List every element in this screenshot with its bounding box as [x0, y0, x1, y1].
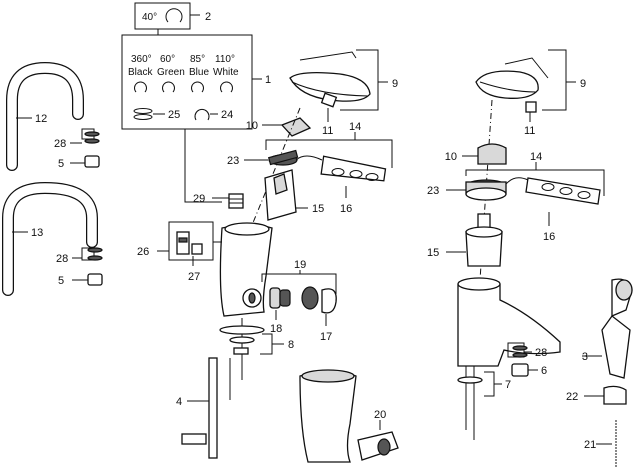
svg-text:60°: 60°	[160, 54, 175, 65]
o-ring-pair-icon	[133, 108, 153, 120]
callout-28: 28	[535, 347, 547, 359]
callout-15: 15	[312, 203, 324, 215]
rotation-limiter-box: 360° Black 60° Green 85° Blue 110° White…	[121, 34, 271, 203]
callout-25: 25	[168, 109, 180, 121]
fixing-kit-8: 8	[219, 318, 294, 400]
callout-24: 24	[221, 109, 233, 121]
callout-11: 11	[524, 125, 535, 137]
callout-21: 21	[584, 439, 596, 451]
callout-8: 8	[288, 339, 294, 351]
stop-ring-icon	[191, 81, 204, 93]
spout-13: 13 28 5	[1, 181, 103, 296]
callout-5: 5	[58, 158, 64, 170]
svg-text:110°: 110°	[215, 54, 235, 65]
svg-text:Green: Green	[157, 67, 185, 78]
seal-plate-16-left: 14 16	[265, 121, 393, 215]
callout-29: 29	[193, 193, 205, 205]
cartridge-15-left: 23 15	[227, 149, 324, 221]
callout-20: 20	[374, 409, 386, 421]
callout-19: 19	[294, 259, 306, 271]
lever-handle-9-left: 9 11	[289, 49, 398, 137]
callout-9: 9	[392, 78, 398, 90]
aerator-28-6: 28 6	[507, 342, 547, 377]
angle-40-label: 40°	[142, 12, 157, 23]
callout-9: 9	[580, 78, 586, 90]
callout-15: 15	[427, 247, 439, 259]
spout-12: 12 28 5	[6, 61, 100, 171]
option-blue: 85° Blue	[189, 54, 209, 93]
cap-10-left: 10	[246, 117, 312, 137]
option-green: 60° Green	[157, 54, 185, 93]
svg-text:Blue: Blue	[189, 67, 209, 78]
mixer-body-left	[219, 222, 273, 317]
svg-text:360°: 360°	[131, 54, 152, 65]
callout-18: 18	[270, 323, 282, 335]
supply-pipe-4: 4	[176, 357, 218, 459]
callout-27: 27	[188, 271, 200, 283]
rotation-stop-icon	[165, 8, 183, 23]
callout-3: 3	[582, 351, 588, 363]
svg-text:Black: Black	[128, 67, 153, 78]
valve-kit-26-27: 26 27	[137, 221, 222, 283]
mixer-body-right: 7	[457, 277, 561, 440]
stop-ring-icon	[162, 81, 175, 93]
callout-14: 14	[530, 151, 542, 163]
callout-10: 10	[445, 151, 457, 163]
callout-4: 4	[176, 396, 182, 408]
callout-5: 5	[58, 275, 64, 287]
svg-text:White: White	[213, 67, 239, 78]
callout-14: 14	[349, 121, 361, 133]
option-black: 360° Black	[128, 54, 153, 93]
callout-17: 17	[320, 331, 332, 343]
callout-11: 11	[322, 125, 333, 137]
callout-23: 23	[427, 185, 439, 197]
stop-ring-icon	[220, 81, 233, 93]
callout-22: 22	[566, 391, 578, 403]
callout-28: 28	[56, 253, 68, 265]
lever-handle-9-right: 9 11	[475, 49, 586, 137]
callout-2: 2	[205, 11, 211, 23]
option-white: 110° White	[213, 54, 239, 93]
parts-17-18-19: 19 18 17	[261, 259, 337, 343]
callout-7: 7	[505, 379, 511, 391]
hand-shower-3: 3 22 21	[566, 278, 633, 468]
callout-26: 26	[137, 246, 149, 258]
part-2-box: 40° 2	[134, 2, 211, 35]
callout-13: 13	[31, 227, 43, 239]
callout-10: 10	[246, 120, 258, 132]
svg-text:85°: 85°	[190, 54, 205, 65]
seal-plate-16-right: 14 16	[465, 151, 605, 243]
cap-10-right: 10	[445, 143, 507, 165]
body-20: 20	[299, 369, 399, 463]
nut-29: 29	[193, 193, 244, 209]
cartridge-15-right: 23 15	[427, 179, 507, 267]
stop-ring-icon	[134, 81, 147, 93]
callout-16: 16	[340, 203, 352, 215]
callout-16: 16	[543, 231, 555, 243]
callout-6: 6	[541, 365, 547, 377]
callout-12: 12	[35, 113, 47, 125]
callout-28: 28	[54, 138, 66, 150]
callout-1: 1	[265, 74, 271, 86]
callout-23: 23	[227, 155, 239, 167]
clip-icon	[194, 108, 210, 121]
